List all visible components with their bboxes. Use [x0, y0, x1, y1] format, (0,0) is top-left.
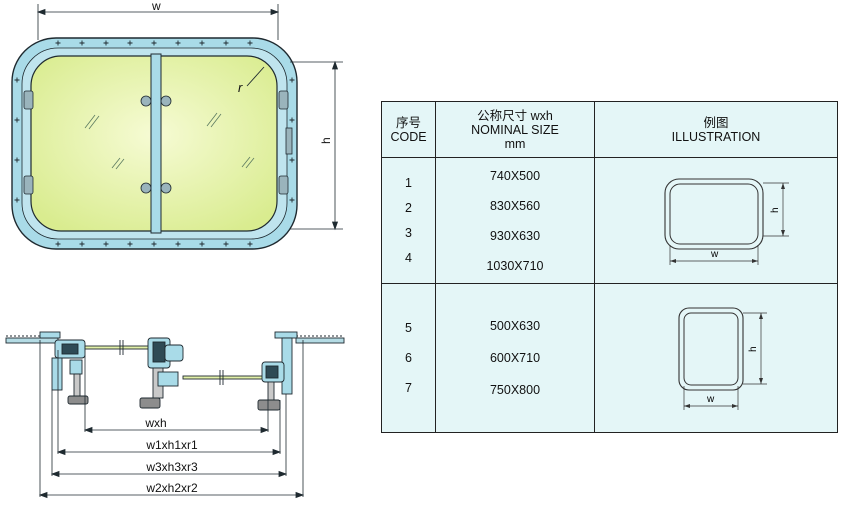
bolt-mark: [199, 40, 205, 46]
sizes-cell: 740X500 830X560 930X630 1030X710: [435, 157, 595, 284]
dim-wxh: wxh: [144, 416, 166, 430]
bolt-mark: [175, 40, 181, 46]
bolt-mark: [103, 40, 109, 46]
size: 1030X710: [486, 258, 544, 273]
size: 830X560: [489, 198, 541, 213]
front-view: r: [11, 37, 298, 250]
code: 6: [405, 351, 412, 365]
bolt-mark: [175, 241, 181, 247]
size-table: 序号 CODE 公称尺寸 wxh NOMINAL SIZE mm 例图 ILLU…: [381, 101, 838, 433]
bolt-mark: [127, 40, 133, 46]
height-label: h: [319, 137, 333, 144]
illustration-cell: w h: [594, 283, 838, 433]
header-size-unit: mm: [504, 136, 526, 151]
bolt-mark: [223, 40, 229, 46]
size: 500X630: [489, 319, 541, 333]
bolt-mark: [151, 241, 157, 247]
landscape-window-illustration: w h: [664, 177, 789, 265]
section-view: [5, 331, 345, 411]
bolt-mark: [103, 241, 109, 247]
header-illustration: 例图 ILLUSTRATION: [594, 101, 838, 158]
illus-h-label: h: [770, 207, 781, 213]
bolt-mark: [247, 40, 253, 46]
sizes-cell: 500X630 600X710 750X800: [435, 283, 595, 433]
header-size: 公称尺寸 wxh NOMINAL SIZE mm: [435, 101, 595, 158]
code: 2: [405, 200, 412, 215]
illus-w-label: w: [710, 249, 719, 260]
size: 930X630: [489, 228, 541, 243]
bolt-mark: [151, 40, 157, 46]
section-dimensions: [38, 340, 305, 499]
bolt-mark: [14, 197, 20, 203]
header-illustration-cn: 例图: [703, 115, 729, 130]
codes-cell: 5 6 7: [381, 283, 436, 433]
size: 750X800: [489, 383, 541, 397]
bolt-mark: [14, 77, 20, 83]
bolt-mark: [223, 241, 229, 247]
bolt-mark: [79, 40, 85, 46]
bolt-mark: [79, 241, 85, 247]
bolt-mark: [289, 117, 295, 123]
bolt-mark: [247, 241, 253, 247]
center-mullion: [150, 53, 162, 234]
bolt-mark: [14, 157, 20, 163]
size: 740X500: [489, 168, 541, 183]
dim-w1xh1xr1: w1xh1xr1: [145, 438, 198, 452]
header-illustration-en: ILLUSTRATION: [671, 129, 761, 144]
width-dimension: [36, 4, 280, 40]
code: 7: [405, 381, 412, 395]
bolt-mark: [289, 157, 295, 163]
illus-h-label: h: [748, 346, 759, 352]
height-dimension: [290, 60, 343, 231]
dim-w3xh3xr3: w3xh3xr3: [145, 460, 198, 474]
bolt-mark: [289, 77, 295, 83]
illus-w-label: w: [706, 394, 715, 405]
bolt-mark: [127, 241, 133, 247]
bolt-mark: [289, 197, 295, 203]
bolt-mark: [14, 117, 20, 123]
table-header-row: 序号 CODE 公称尺寸 wxh NOMINAL SIZE mm 例图 ILLU…: [381, 101, 838, 158]
header-code-cn: 序号: [395, 115, 421, 130]
radius-label: r: [238, 80, 243, 95]
illustration-cell: w h: [594, 157, 838, 284]
header-size-en: NOMINAL SIZE: [471, 122, 559, 137]
portrait-window-illustration: w h: [678, 307, 767, 410]
bolt-mark: [55, 40, 61, 46]
table-row: 5 6 7 500X630 600X710 750X800 w h: [381, 283, 838, 433]
table-row: 1 2 3 4 740X500 830X560 930X630 1030X710: [381, 157, 838, 284]
size: 600X710: [489, 351, 541, 365]
header-code-en: CODE: [390, 129, 427, 144]
code: 1: [405, 175, 412, 190]
codes-cell: 1 2 3 4: [381, 157, 436, 284]
header-code: 序号 CODE: [381, 101, 436, 158]
width-label: w: [151, 0, 161, 13]
dim-w2xh2xr2: w2xh2xr2: [145, 481, 198, 495]
bolt-mark: [199, 241, 205, 247]
header-size-cn: 公称尺寸 wxh: [477, 108, 553, 123]
code: 5: [405, 321, 412, 335]
code: 3: [405, 225, 412, 240]
code: 4: [405, 250, 412, 265]
bolt-mark: [55, 241, 61, 247]
